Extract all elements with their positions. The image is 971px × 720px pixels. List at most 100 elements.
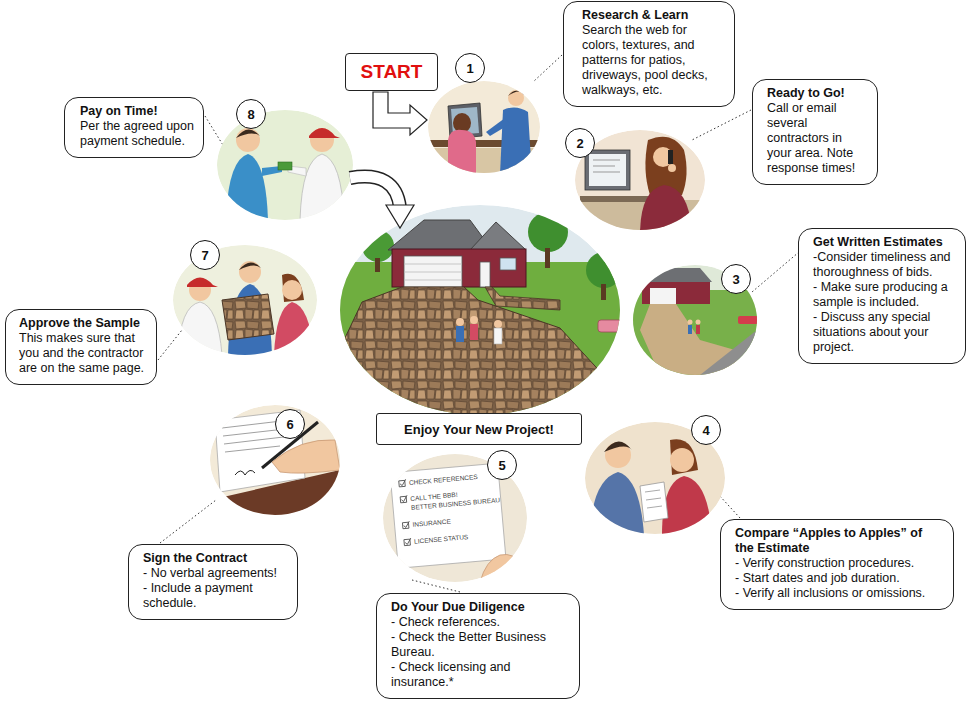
- step-number: 8: [247, 107, 254, 122]
- sample-illustration-part: [222, 294, 274, 340]
- compare-illustration-part: [662, 476, 712, 535]
- step-number-circle: 1: [455, 53, 485, 83]
- return-arrow-part: [350, 177, 400, 208]
- finished-driveway-illustration-part: [485, 287, 560, 310]
- leader-lines-part: [752, 252, 799, 292]
- sample-illustration-part: [274, 302, 314, 355]
- return-arrow-part: [386, 205, 414, 228]
- step-number: 1: [466, 61, 473, 76]
- checklist-text: LICENSE STATUS: [414, 533, 469, 545]
- finished-driveway-illustration-part: [528, 212, 568, 252]
- return-arrow: [350, 177, 414, 228]
- phone-illustration-part: [585, 150, 630, 190]
- payment-illustration-part: [226, 154, 268, 220]
- callout-heading: Research & Learn: [582, 8, 725, 23]
- step-number-circle: 5: [487, 450, 517, 480]
- callout-text: - Start dates and job duration.: [735, 571, 944, 586]
- callout-heading: Ready to Go!: [767, 86, 868, 101]
- finished-driveway-illustration-part: [456, 326, 464, 342]
- step-number-circle: 2: [565, 128, 595, 158]
- start-label: START: [361, 61, 423, 83]
- compare-illustration-part: [605, 442, 631, 468]
- return-arrow-part: [350, 177, 400, 208]
- checklist-illustration-part: [390, 463, 506, 568]
- finished-driveway-illustration-part: [392, 249, 526, 287]
- checklist-text: INSURANCE: [412, 518, 451, 528]
- phone-illustration-part: [640, 185, 692, 235]
- finished-driveway-illustration-part-part: [404, 272, 462, 273]
- phone-illustration-part: [668, 164, 676, 172]
- callout-box: Sign the Contract- No verbal agreements!…: [128, 544, 298, 620]
- payment-illustration-part: [236, 129, 260, 138]
- finished-driveway-illustration-part: [340, 262, 620, 417]
- finished-driveway-illustration-part: [404, 264, 462, 280]
- compare-illustration-part: [590, 472, 644, 535]
- phone-illustration-part: [593, 160, 620, 161]
- callout-box: Compare “Apples to Apples” of the Estima…: [720, 519, 954, 610]
- checklist-paper: CHECK REFERENCESCALL THE BBB!BETTER BUSI…: [397, 469, 504, 557]
- callout-box: Ready to Go!Call or email several contra…: [752, 79, 878, 185]
- finished-driveway-illustration-part: [598, 320, 624, 332]
- step-number-circle: 8: [236, 99, 266, 129]
- callout-heading: Get Written Estimates: [813, 235, 956, 250]
- finished-driveway-illustration-part: [470, 316, 478, 324]
- research-illustration-part: [500, 107, 532, 175]
- callout-text: - Discuss any special situations about y…: [813, 310, 956, 355]
- finished-driveway-illustration-part: [586, 252, 622, 288]
- callout-box: Research & LearnSearch the web for color…: [563, 1, 735, 107]
- finished-driveway-illustration-part: [545, 248, 550, 268]
- step-number: 7: [201, 248, 208, 263]
- checklist-illustration-part-part-part: [401, 495, 408, 502]
- callout-text: - Include a payment schedule.: [143, 581, 288, 611]
- compare-illustration-part: [646, 498, 661, 500]
- leader-lines-part: [158, 330, 182, 360]
- sample-illustration-part: [282, 280, 302, 300]
- step-number: 4: [702, 423, 709, 438]
- finished-driveway-illustration-part: [456, 318, 464, 326]
- payment-illustration-part: [278, 162, 292, 170]
- finished-driveway-illustration-part: [362, 230, 394, 262]
- yard-illustration-part: [688, 320, 693, 325]
- result-label: Enjoy Your New Project!: [404, 422, 554, 437]
- compare-illustration-part: [640, 482, 668, 522]
- callout-box: Get Written Estimates-Consider timelines…: [798, 228, 966, 364]
- checklist-illustration-part-part-part: [405, 538, 412, 545]
- step-number: 5: [498, 458, 505, 473]
- sample-illustration-part: [178, 302, 222, 355]
- sample-illustration-part: [239, 262, 261, 270]
- signing-illustration-part-part: [224, 436, 292, 444]
- yard-illustration-part: [633, 265, 757, 375]
- finished-driveway-illustration-part: [375, 258, 380, 272]
- payment-illustration-part: [309, 128, 340, 138]
- yard-illustration-part: [640, 268, 712, 282]
- research-illustration-part: [448, 130, 476, 175]
- finished-driveway-illustration-part-part: [404, 264, 462, 265]
- finished-driveway-illustration-part: [470, 324, 478, 340]
- finished-driveway-illustration: [340, 205, 624, 417]
- sample-illustration-part: [187, 278, 218, 288]
- yard-illustration-part: [642, 282, 710, 304]
- step-number-circle: 3: [721, 264, 751, 294]
- finished-driveway-illustration-part: [494, 320, 502, 328]
- research-illustration-part: [486, 118, 510, 136]
- finished-driveway-illustration-part: [470, 222, 526, 250]
- phone-illustration-part: [653, 147, 673, 167]
- compare-illustration-part: [604, 441, 632, 452]
- callout-box: Pay on Time!Per the agreed upon payment …: [64, 97, 204, 158]
- finished-driveway-illustration-part: [601, 284, 606, 300]
- callout-text: - Verify construction procedures.: [735, 556, 944, 571]
- callout-text: Call or email several contractors in you…: [767, 101, 868, 176]
- callout-text: - Check the Better Business Bureau.: [391, 630, 570, 660]
- callout-box: Do Your Due Diligence- Check references.…: [376, 593, 580, 699]
- step-number: 6: [286, 417, 293, 432]
- checklist-illustration-part-part: [390, 463, 506, 568]
- callout-heading: Approve the Sample: [19, 316, 147, 331]
- finished-driveway-illustration-part: [480, 262, 490, 287]
- compare-illustration-part: [670, 448, 694, 472]
- finished-driveway-illustration-part: [500, 258, 516, 270]
- callout-text: - Check licensing and insurance.*: [391, 660, 570, 690]
- callout-text: Search the web for colors, textures, and…: [582, 23, 725, 98]
- research-illustration: [428, 81, 540, 178]
- phone-illustration-part: [589, 154, 626, 186]
